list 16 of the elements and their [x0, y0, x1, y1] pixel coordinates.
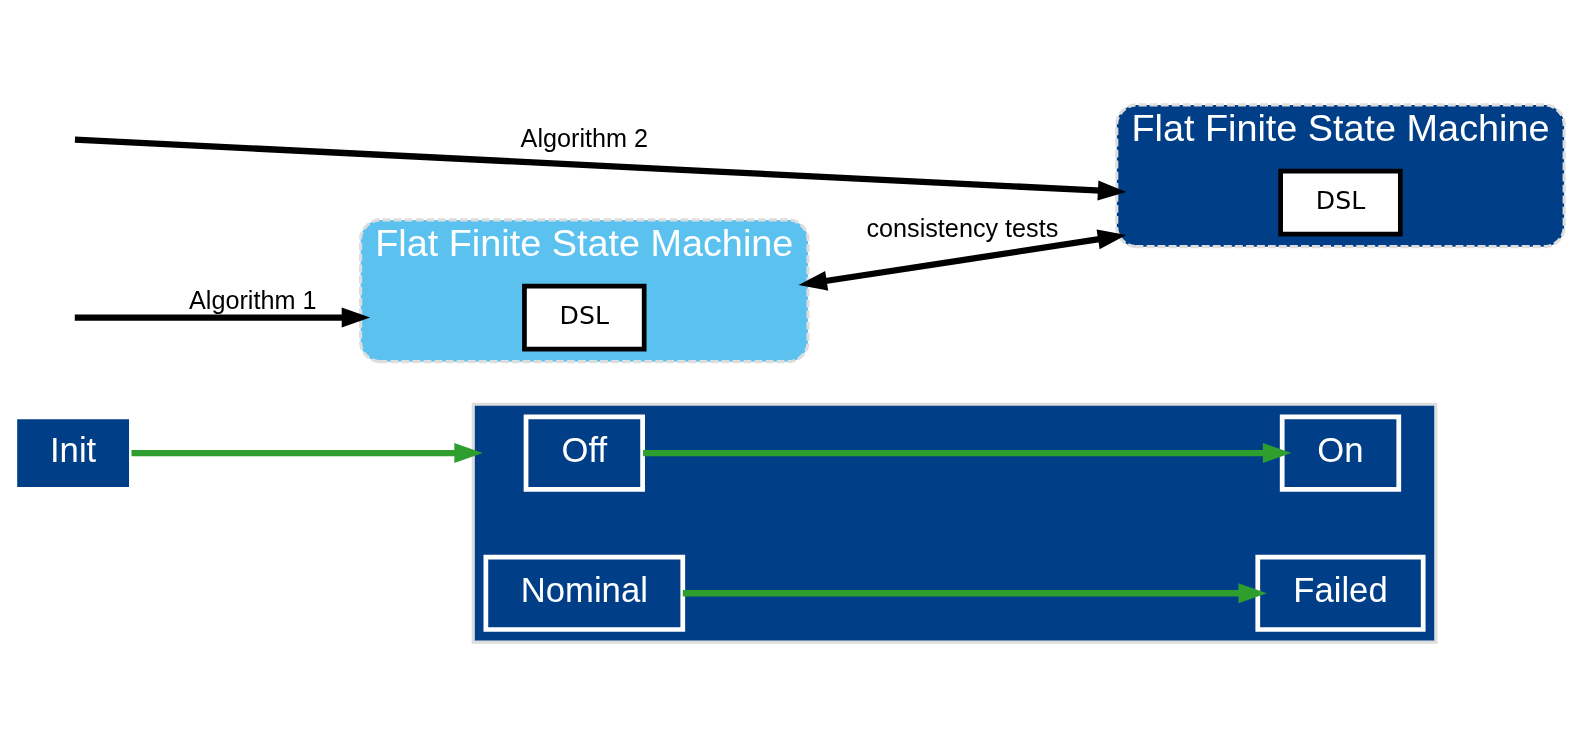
node-box: Nominal — [483, 554, 686, 632]
node-box: DSL — [522, 283, 647, 351]
cluster — [471, 402, 1438, 644]
arrow — [131, 442, 483, 463]
arrow — [798, 229, 1127, 291]
edge-label: Algorithm 1 — [189, 285, 317, 314]
arrow — [643, 442, 1292, 463]
arrow — [682, 582, 1267, 603]
node-box: Off — [523, 413, 645, 492]
arrow — [74, 307, 371, 328]
edge-label: consistency tests — [866, 213, 1059, 242]
node-box: On — [1279, 413, 1402, 492]
edge-label: Algorithm 2 — [520, 123, 649, 152]
node-box: Failed — [1255, 554, 1426, 632]
node-box: DSL — [1278, 168, 1403, 236]
arrow — [74, 135, 1127, 200]
